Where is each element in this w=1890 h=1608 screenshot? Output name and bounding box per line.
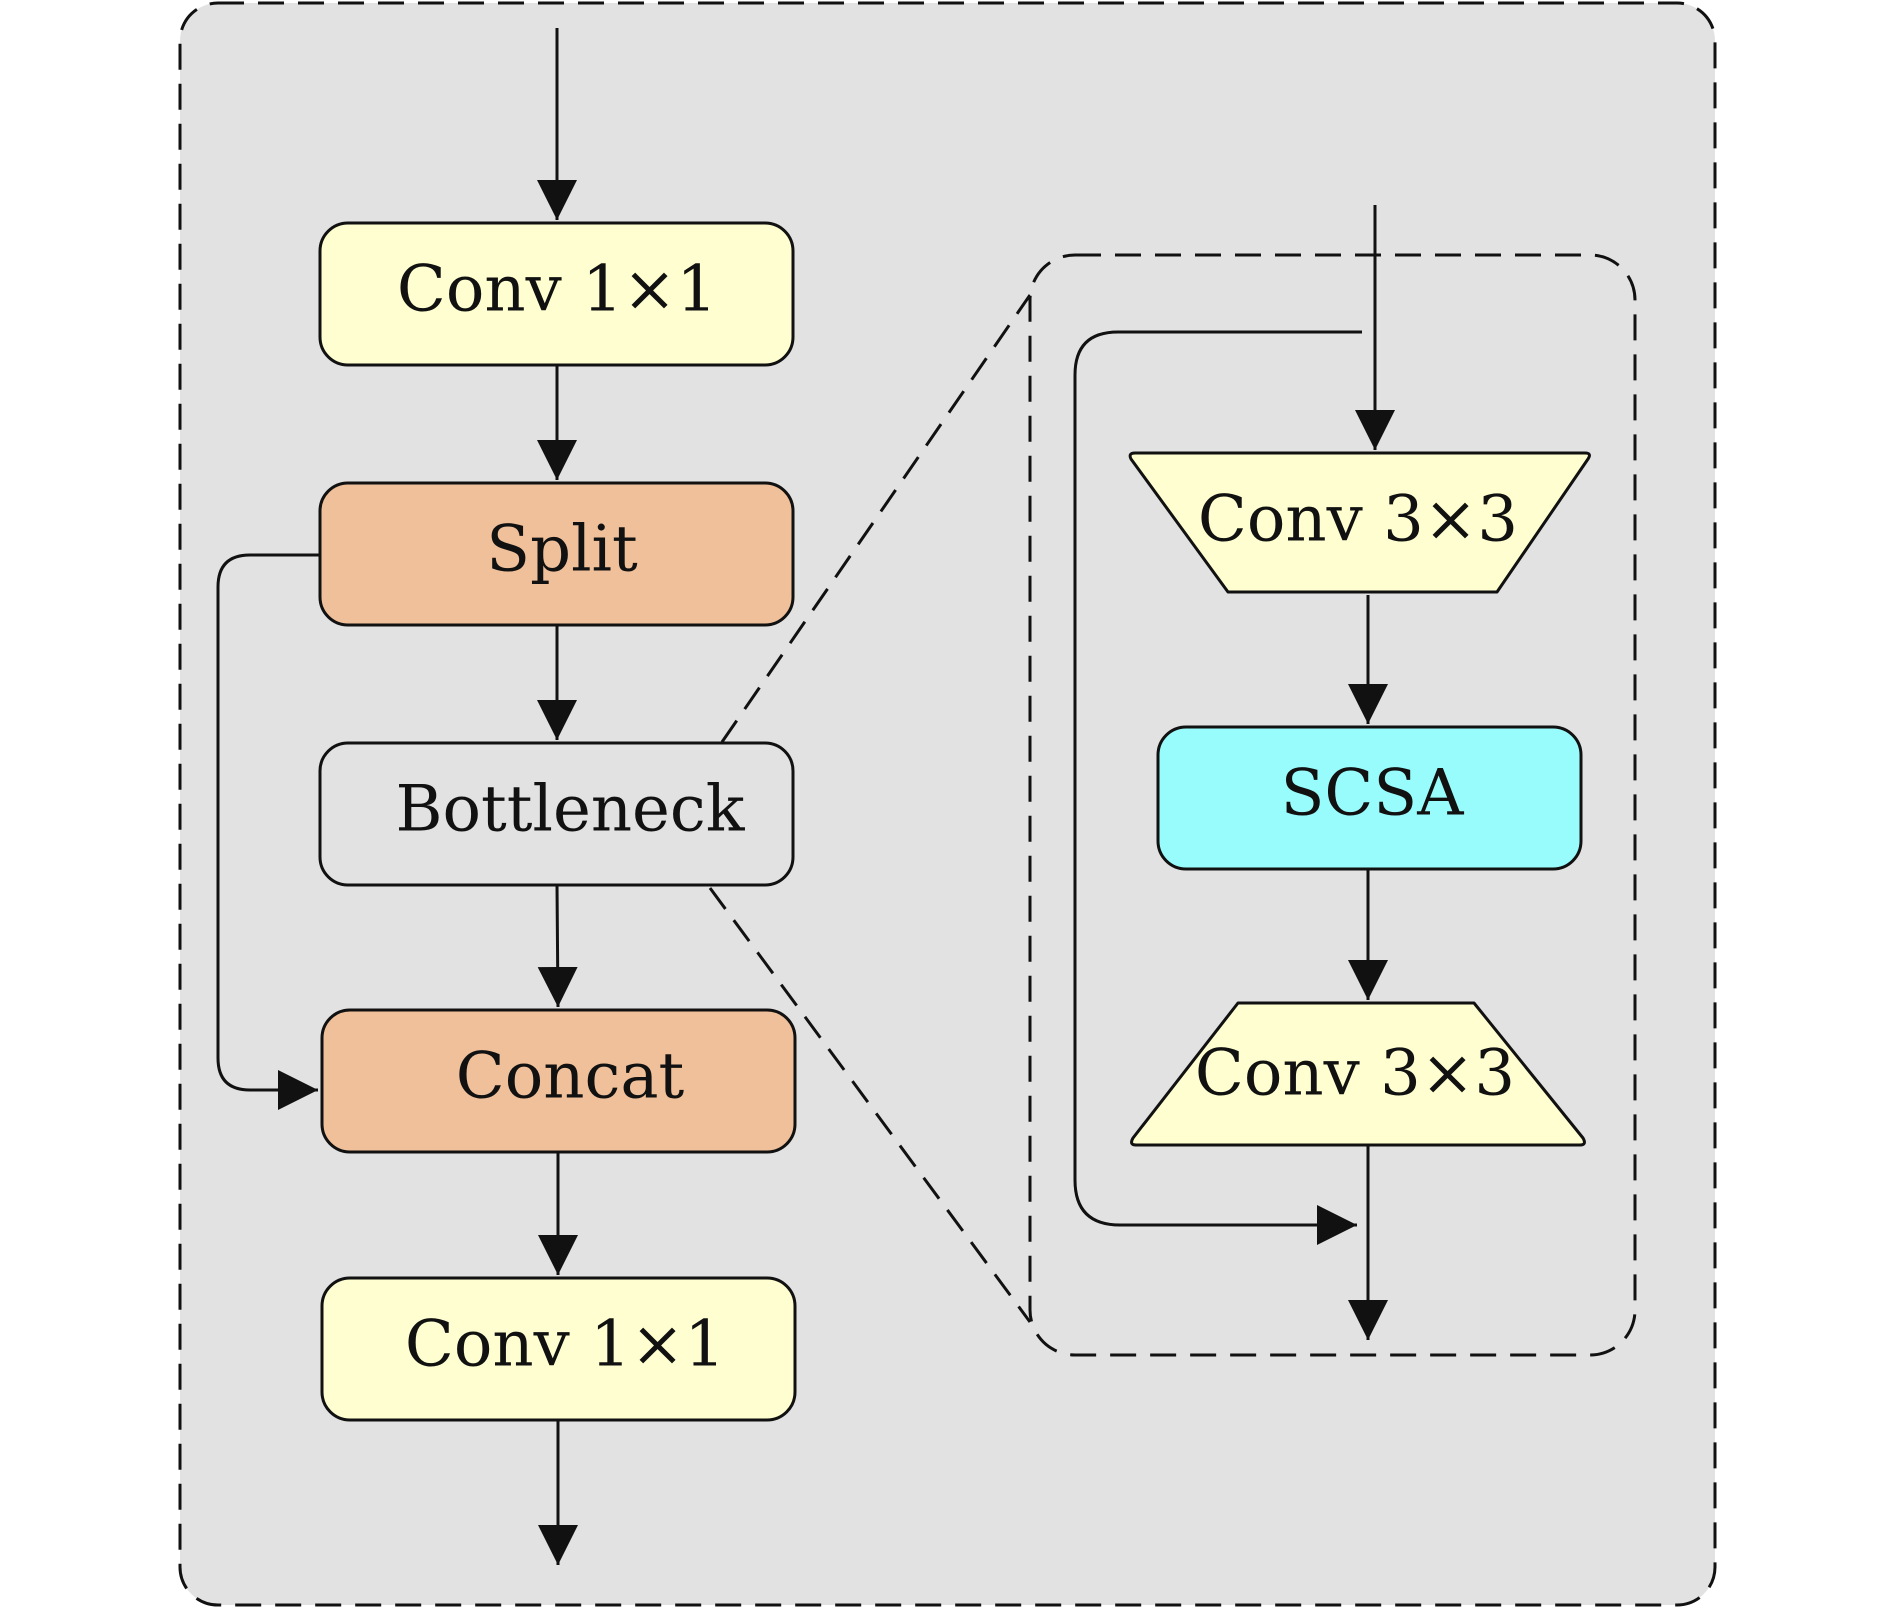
bottleneck-block [318,741,795,887]
concat-block [320,1008,797,1154]
detail-conv3x3-top-label: Conv 3×3 [1198,483,1518,557]
zoom-line-bottom [708,887,1032,1323]
bottleneck-label: Bottleneck [395,773,745,847]
zoom-line-top [720,294,1032,743]
conv1x1-bottom-block [320,1276,797,1422]
arrow-bottleneck-to-concat [537,884,578,1008]
detail-conv3x3-bottom-block [1130,1001,1586,1147]
arrow-split-bypass [216,553,320,1110]
scsa-block [1156,725,1583,871]
scsa-label: SCSA [1281,757,1465,831]
conv1x1-bottom-label: Conv 1×1 [405,1308,725,1382]
detail-conv3x3-top-block [1128,451,1591,594]
split-label: Split [486,513,638,587]
detail-conv3x3-bottom-label: Conv 3×3 [1195,1037,1515,1111]
conv1x1-top-label: Conv 1×1 [397,253,717,327]
split-block [318,481,795,627]
detail-residual-arrow [1073,330,1362,1245]
conv1x1-top-block [318,221,795,367]
concat-label: Concat [456,1040,685,1114]
